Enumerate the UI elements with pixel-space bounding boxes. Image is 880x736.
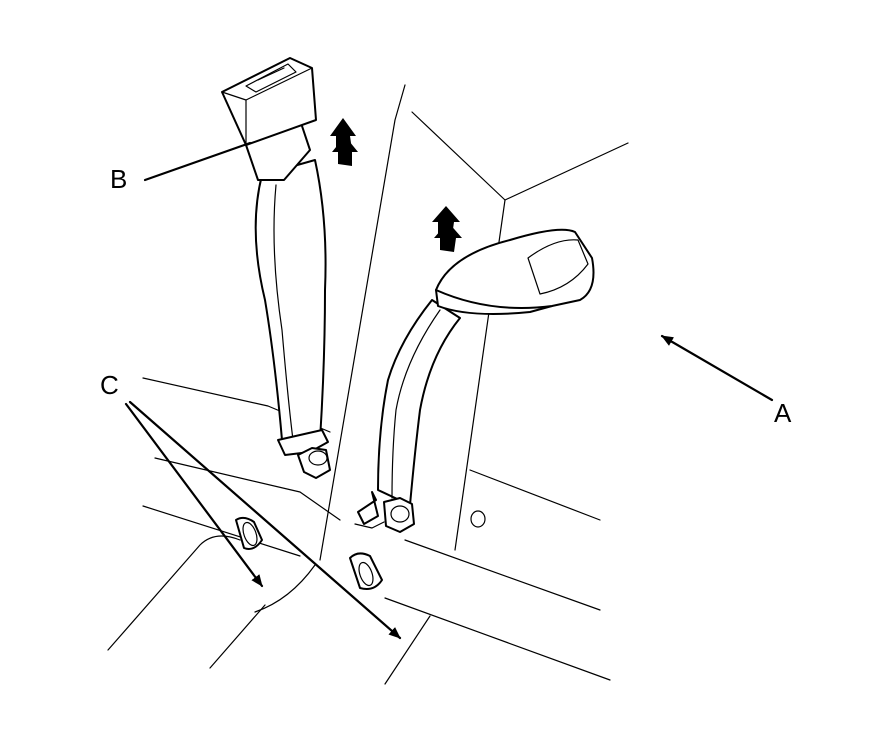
removal-arrow-left [330, 118, 358, 166]
mounting-hole [470, 510, 486, 528]
grommet-right [349, 552, 383, 590]
leader-c-1 [124, 402, 264, 588]
callout-c: C [100, 370, 119, 400]
removal-arrow-right [432, 206, 462, 252]
grommet-left [235, 516, 263, 550]
callout-a: A [774, 398, 792, 428]
callout-b: B [110, 164, 127, 194]
buckle-right [354, 228, 595, 533]
leader-b [143, 141, 252, 182]
seat-frame-lines [107, 84, 629, 685]
leader-c-2 [128, 400, 402, 640]
leader-a [660, 334, 774, 402]
buckle-b [221, 57, 331, 479]
